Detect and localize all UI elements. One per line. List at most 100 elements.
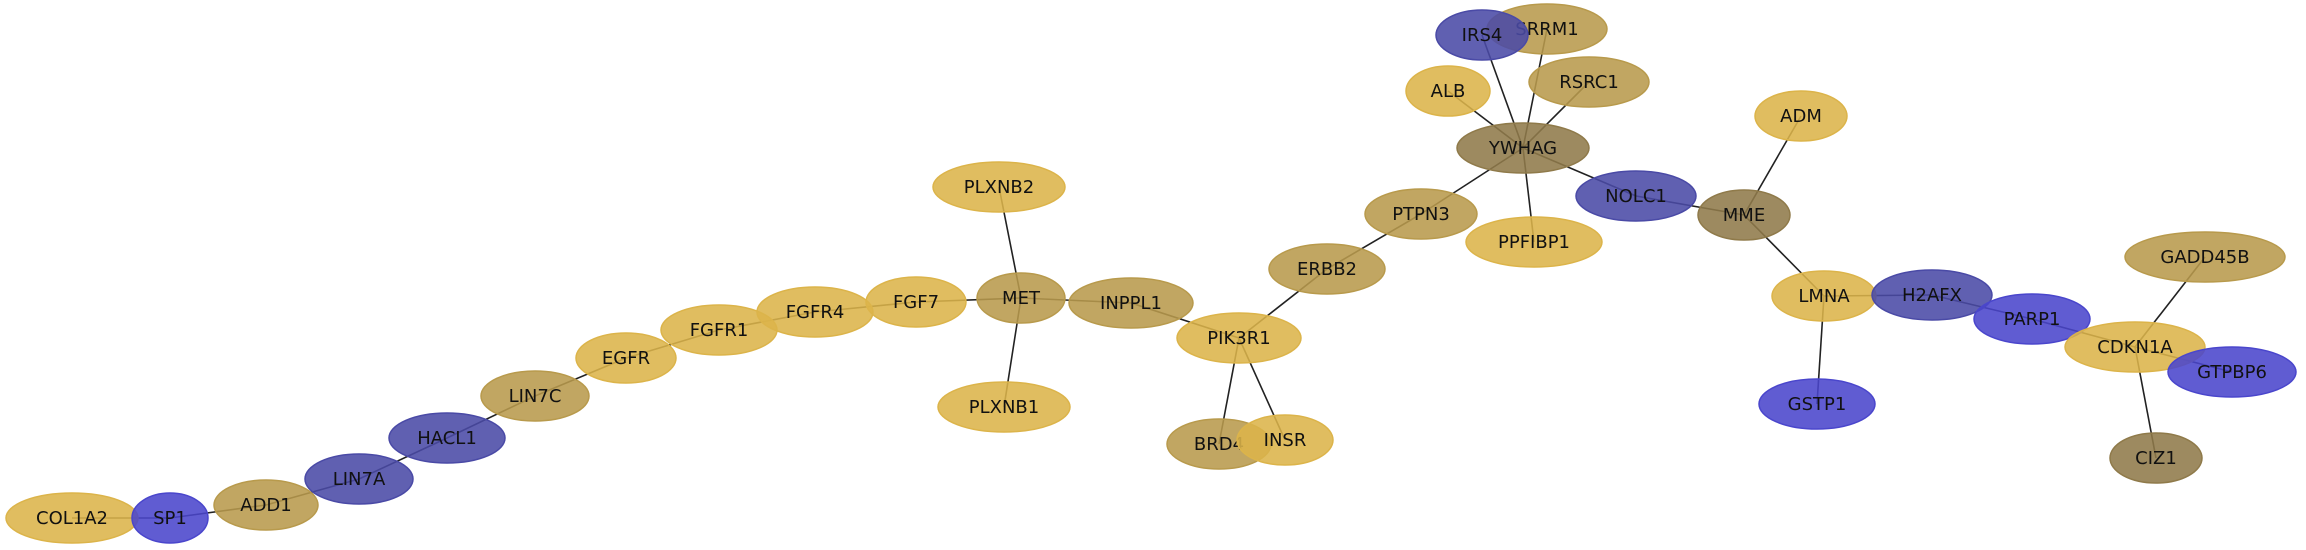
node-label-ciz1: CIZ1 [2135, 448, 2177, 469]
node-rsrc1[interactable]: RSRC1 [1528, 56, 1650, 108]
node-ppfibp1[interactable]: PPFIBP1 [1465, 216, 1603, 268]
node-label-ptpn3: PTPN3 [1392, 204, 1450, 225]
node-shape-cdkn1a [2064, 321, 2206, 373]
node-cdkn1a[interactable]: CDKN1A [2064, 321, 2206, 373]
node-label-plxnb1: PLXNB1 [969, 397, 1039, 418]
node-gadd45b[interactable]: GADD45B [2124, 231, 2286, 283]
node-pik3r1[interactable]: PIK3R1 [1176, 312, 1302, 364]
node-label-gtpbp6: GTPBP6 [2197, 362, 2267, 383]
node-shape-gstp1 [1758, 378, 1876, 430]
node-label-fgf7: FGF7 [893, 292, 939, 313]
node-label-col1a2: COL1A2 [36, 508, 108, 529]
node-label-lmna: LMNA [1798, 286, 1850, 307]
node-shape-sp1 [131, 492, 209, 544]
node-shape-ptpn3 [1364, 188, 1478, 240]
node-ptpn3[interactable]: PTPN3 [1364, 188, 1478, 240]
node-label-gadd45b: GADD45B [2160, 247, 2249, 268]
node-adm[interactable]: ADM [1754, 90, 1848, 142]
node-shape-gtpbp6 [2167, 346, 2297, 398]
node-shape-hacl1 [388, 412, 506, 464]
node-irs4[interactable]: IRS4 [1435, 9, 1529, 61]
node-shape-ywhag [1456, 122, 1590, 174]
node-label-srrm1: SRRM1 [1515, 19, 1578, 40]
node-fgfr4[interactable]: FGFR4 [756, 286, 874, 338]
node-label-nolc1: NOLC1 [1605, 186, 1667, 207]
node-mme[interactable]: MME [1697, 189, 1791, 241]
node-lin7a[interactable]: LIN7A [304, 453, 414, 505]
node-lmna[interactable]: LMNA [1771, 270, 1877, 322]
node-shape-add1 [213, 479, 319, 531]
node-egfr[interactable]: EGFR [575, 332, 677, 384]
node-shape-met [976, 272, 1066, 324]
node-nolc1[interactable]: NOLC1 [1575, 170, 1697, 222]
node-inppl1[interactable]: INPPL1 [1068, 277, 1194, 329]
node-shape-lin7a [304, 453, 414, 505]
node-label-adm: ADM [1780, 106, 1822, 127]
node-shape-erbb2 [1268, 243, 1386, 295]
node-label-hacl1: HACL1 [417, 428, 477, 449]
node-add1[interactable]: ADD1 [213, 479, 319, 531]
node-label-add1: ADD1 [240, 495, 292, 516]
node-shape-egfr [575, 332, 677, 384]
node-shape-lin7c [480, 370, 590, 422]
node-label-lin7c: LIN7C [509, 386, 562, 407]
node-label-met: MET [1002, 288, 1041, 309]
node-label-brd4: BRD4 [1194, 434, 1244, 455]
node-label-mme: MME [1723, 205, 1765, 226]
node-erbb2[interactable]: ERBB2 [1268, 243, 1386, 295]
node-layer: COL1A2 SP1 ADD1 LIN7A HACL1 LIN7C EGFR FGFR1 FGF… [5, 3, 2297, 544]
node-lin7c[interactable]: LIN7C [480, 370, 590, 422]
node-plxnb2[interactable]: PLXNB2 [932, 161, 1066, 213]
node-shape-pik3r1 [1176, 312, 1302, 364]
node-gtpbp6[interactable]: GTPBP6 [2167, 346, 2297, 398]
node-shape-gadd45b [2124, 231, 2286, 283]
node-col1a2[interactable]: COL1A2 [5, 492, 139, 544]
node-met[interactable]: MET [976, 272, 1066, 324]
node-label-irs4: IRS4 [1462, 25, 1503, 46]
node-shape-h2afx [1871, 269, 1993, 321]
node-shape-inppl1 [1068, 277, 1194, 329]
node-shape-fgf7 [865, 276, 967, 328]
node-label-ywhag: YWHAG [1488, 138, 1557, 159]
node-label-rsrc1: RSRC1 [1559, 72, 1619, 93]
node-fgfr1[interactable]: FGFR1 [660, 304, 778, 356]
node-label-insr: INSR [1264, 430, 1307, 451]
node-label-erbb2: ERBB2 [1297, 259, 1357, 280]
node-label-fgfr1: FGFR1 [690, 320, 749, 341]
node-label-gstp1: GSTP1 [1788, 394, 1847, 415]
node-label-plxnb2: PLXNB2 [964, 177, 1034, 198]
node-label-pik3r1: PIK3R1 [1207, 328, 1270, 349]
node-shape-ppfibp1 [1465, 216, 1603, 268]
node-label-fgfr4: FGFR4 [786, 302, 845, 323]
node-shape-parp1 [1973, 293, 2091, 345]
node-label-ppfibp1: PPFIBP1 [1498, 232, 1570, 253]
node-fgf7[interactable]: FGF7 [865, 276, 967, 328]
node-label-alb: ALB [1431, 81, 1466, 102]
node-parp1[interactable]: PARP1 [1973, 293, 2091, 345]
node-h2afx[interactable]: H2AFX [1871, 269, 1993, 321]
node-shape-ciz1 [2109, 432, 2203, 484]
node-label-inppl1: INPPL1 [1100, 293, 1162, 314]
node-ywhag[interactable]: YWHAG [1456, 122, 1590, 174]
node-alb[interactable]: ALB [1405, 65, 1491, 117]
node-hacl1[interactable]: HACL1 [388, 412, 506, 464]
node-ciz1[interactable]: CIZ1 [2109, 432, 2203, 484]
node-shape-mme [1697, 189, 1791, 241]
node-shape-nolc1 [1575, 170, 1697, 222]
node-shape-plxnb1 [937, 381, 1071, 433]
node-shape-rsrc1 [1528, 56, 1650, 108]
node-shape-irs4 [1435, 9, 1529, 61]
node-plxnb1[interactable]: PLXNB1 [937, 381, 1071, 433]
node-label-lin7a: LIN7A [333, 469, 386, 490]
node-shape-insr [1236, 414, 1334, 466]
node-shape-alb [1405, 65, 1491, 117]
node-shape-adm [1754, 90, 1848, 142]
node-label-cdkn1a: CDKN1A [2097, 337, 2173, 358]
node-insr[interactable]: INSR [1236, 414, 1334, 466]
node-gstp1[interactable]: GSTP1 [1758, 378, 1876, 430]
node-label-sp1: SP1 [153, 508, 187, 529]
node-sp1[interactable]: SP1 [131, 492, 209, 544]
node-label-parp1: PARP1 [2004, 309, 2061, 330]
node-label-egfr: EGFR [602, 348, 650, 369]
